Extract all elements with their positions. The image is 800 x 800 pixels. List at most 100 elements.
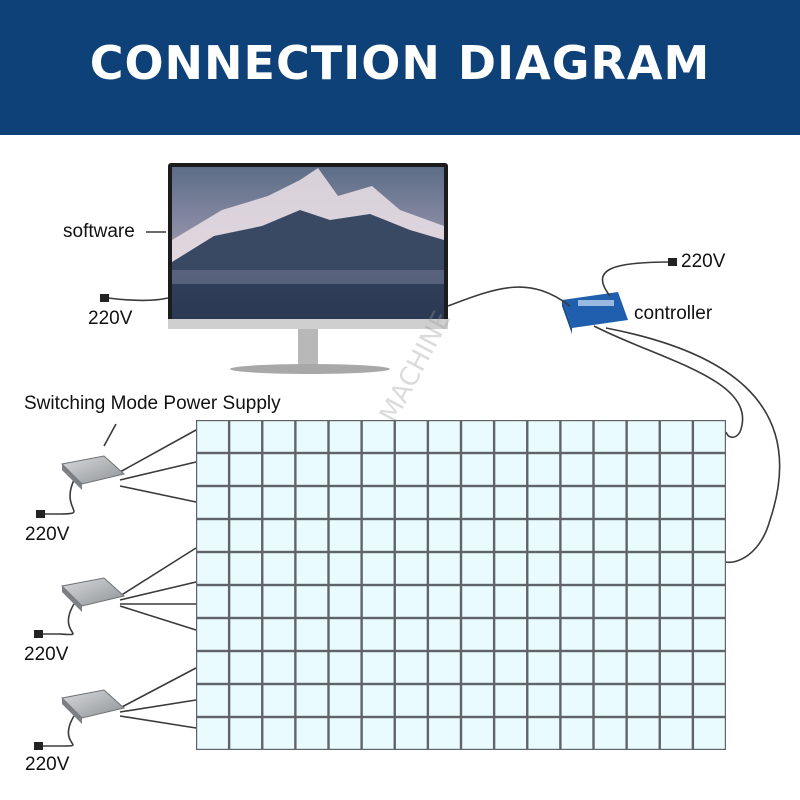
led-tile xyxy=(429,553,460,584)
led-tile xyxy=(429,718,460,749)
led-tile xyxy=(362,454,394,485)
psu3-power-cable xyxy=(36,715,75,747)
psu1-power-cable xyxy=(38,479,75,515)
led-tile xyxy=(627,553,659,584)
led-tile xyxy=(528,487,560,518)
led-tile xyxy=(660,553,692,584)
led-tile xyxy=(429,586,460,617)
power-supply-label: Switching Mode Power Supply xyxy=(24,393,281,414)
led-tile xyxy=(362,487,394,518)
title-banner: CONNECTION DIAGRAM xyxy=(0,0,800,135)
led-tile xyxy=(594,718,626,749)
led-tile xyxy=(694,619,725,650)
led-tile xyxy=(263,586,295,617)
led-tile xyxy=(495,421,527,452)
led-tile xyxy=(197,619,228,650)
voltage-label-controller: 220V xyxy=(681,251,726,272)
led-tile xyxy=(296,718,328,749)
controller-power-cable xyxy=(601,261,671,297)
led-tile xyxy=(694,553,725,584)
led-tile xyxy=(462,652,493,683)
voltage-label-psu-3: 220V xyxy=(25,754,70,775)
led-tile xyxy=(395,685,427,716)
led-tile xyxy=(395,487,427,518)
led-tile xyxy=(362,652,394,683)
led-tile xyxy=(462,487,493,518)
led-tile-grid xyxy=(196,420,726,750)
plug-icon xyxy=(668,258,677,266)
psu-label-leader xyxy=(103,423,117,447)
led-tile xyxy=(263,652,295,683)
power-plugs xyxy=(34,258,677,750)
led-tile xyxy=(296,454,328,485)
led-tile xyxy=(660,619,692,650)
led-tile xyxy=(594,454,626,485)
led-tile xyxy=(495,586,527,617)
led-tile xyxy=(230,619,262,650)
led-tile xyxy=(230,553,262,584)
led-tile xyxy=(197,520,228,551)
led-tile xyxy=(329,454,361,485)
led-tile xyxy=(694,718,725,749)
led-tile xyxy=(329,520,361,551)
led-tile xyxy=(495,685,527,716)
led-tile xyxy=(528,619,560,650)
power-supply-2 xyxy=(60,577,126,612)
led-tile xyxy=(462,520,493,551)
led-tile xyxy=(694,520,725,551)
led-tile xyxy=(395,652,427,683)
led-tile xyxy=(627,619,659,650)
led-tile xyxy=(429,685,460,716)
led-tile xyxy=(230,652,262,683)
led-tile xyxy=(395,718,427,749)
led-tile xyxy=(263,685,295,716)
led-tile xyxy=(329,619,361,650)
led-tile xyxy=(694,421,725,452)
led-tile xyxy=(561,685,593,716)
led-tile xyxy=(528,421,560,452)
led-tile xyxy=(296,421,328,452)
diagram-title: CONNECTION DIAGRAM xyxy=(89,36,711,90)
led-tile xyxy=(429,652,460,683)
led-tile xyxy=(528,586,560,617)
power-supply-3 xyxy=(60,689,126,724)
led-tile xyxy=(594,652,626,683)
led-tile xyxy=(429,421,460,452)
voltage-label-psu-2: 220V xyxy=(24,644,69,665)
led-tile xyxy=(362,619,394,650)
led-tile xyxy=(329,685,361,716)
led-tile xyxy=(197,454,228,485)
led-tile xyxy=(594,520,626,551)
led-tile xyxy=(660,718,692,749)
led-tile xyxy=(495,487,527,518)
led-tile xyxy=(594,619,626,650)
led-tile xyxy=(296,487,328,518)
led-tile xyxy=(561,520,593,551)
led-tile xyxy=(495,619,527,650)
led-tile xyxy=(594,487,626,518)
led-tile xyxy=(660,487,692,518)
voltage-label-monitor: 220V xyxy=(88,308,133,329)
led-tile xyxy=(230,718,262,749)
led-tile xyxy=(627,586,659,617)
led-tile xyxy=(627,421,659,452)
monitor-power-cable xyxy=(107,297,169,302)
led-tile xyxy=(528,454,560,485)
led-tile xyxy=(462,619,493,650)
led-tile xyxy=(528,652,560,683)
plug-icon xyxy=(36,510,45,518)
led-tile xyxy=(230,421,262,452)
led-tile xyxy=(660,520,692,551)
led-tile xyxy=(329,586,361,617)
led-tile xyxy=(462,553,493,584)
led-tile xyxy=(329,553,361,584)
led-tile xyxy=(230,685,262,716)
psu2-cables xyxy=(119,547,197,631)
led-tile xyxy=(395,553,427,584)
led-tile xyxy=(197,718,228,749)
led-tile xyxy=(230,520,262,551)
led-tile xyxy=(329,421,361,452)
led-tile xyxy=(561,718,593,749)
led-tile xyxy=(329,652,361,683)
controller-data-cable-2 xyxy=(605,327,781,564)
